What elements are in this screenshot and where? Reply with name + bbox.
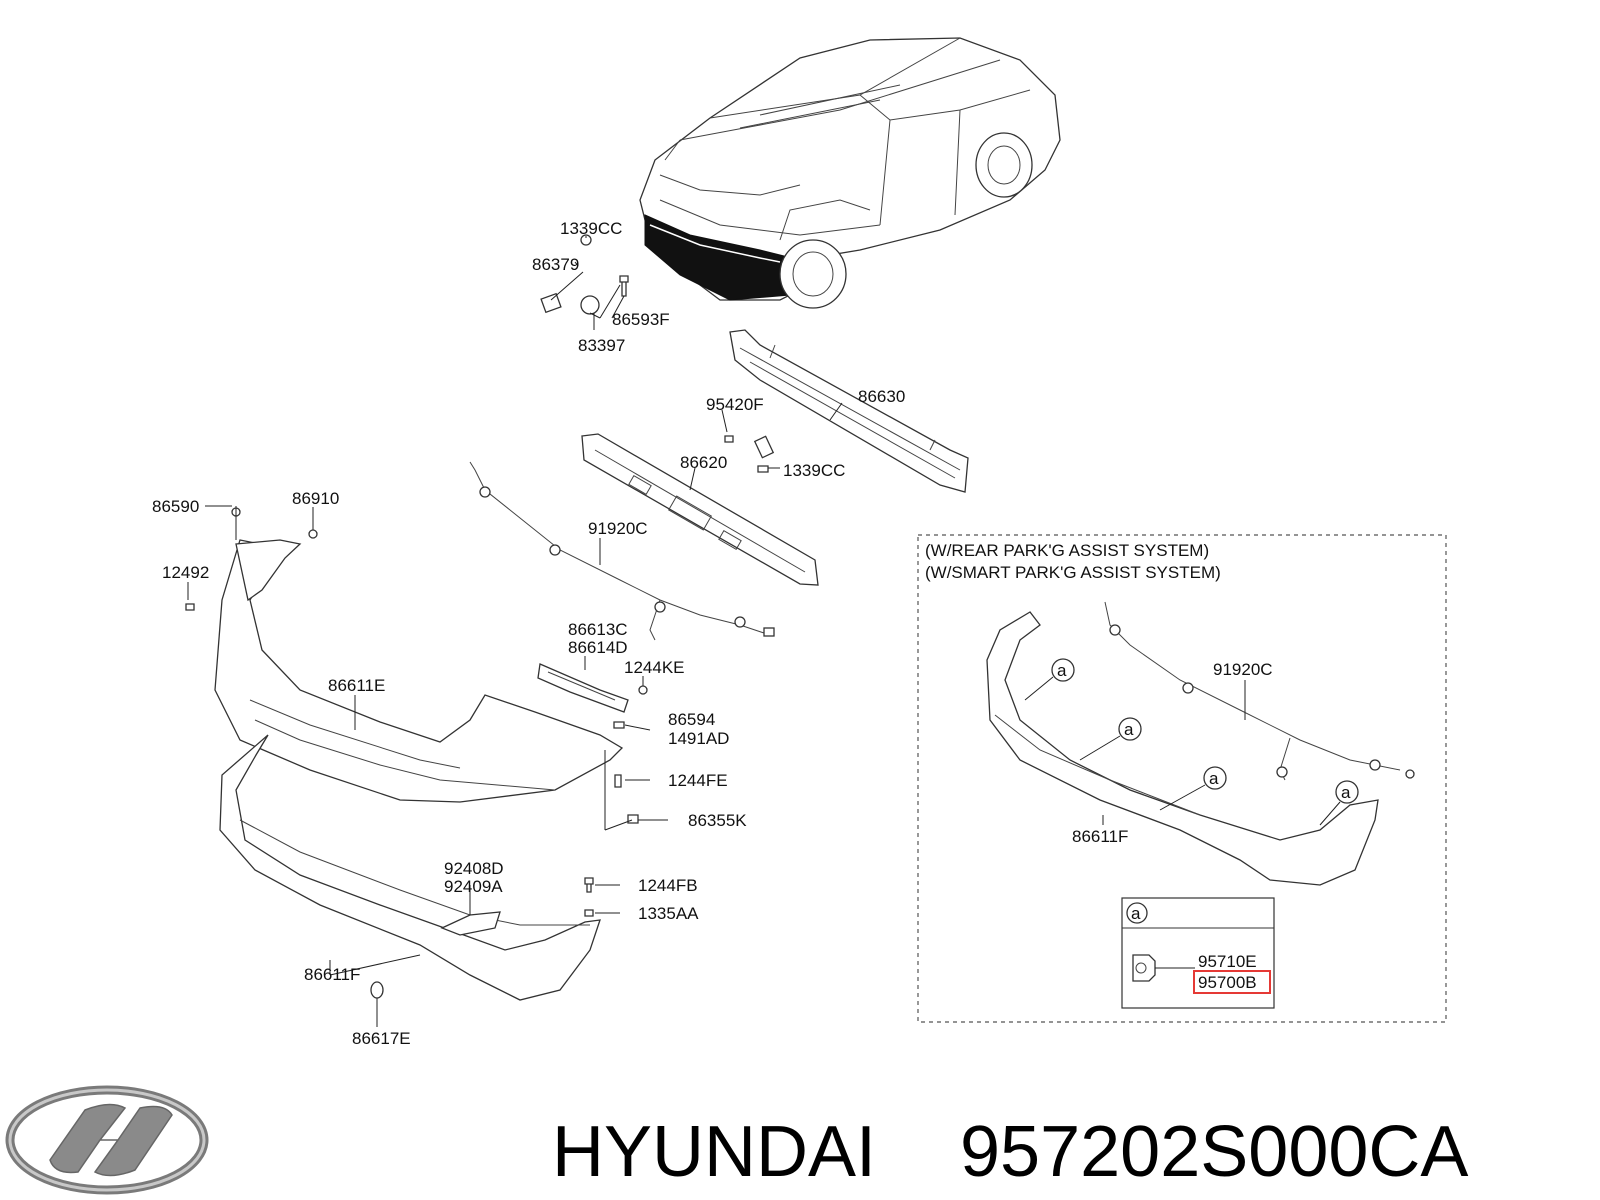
callout-1491ad: 1491AD xyxy=(668,729,729,748)
sensor-ref-marker: a xyxy=(1079,717,1142,761)
callout-86590: 86590 xyxy=(152,497,199,516)
leader-lines xyxy=(187,236,843,1027)
callout-95420f: 95420F xyxy=(706,395,764,414)
callout-86379: 86379 xyxy=(532,255,579,274)
brand-name: HYUNDAI xyxy=(552,1112,876,1192)
callout-86594: 86594 xyxy=(668,710,715,729)
callout-86613c: 86613C xyxy=(568,620,628,639)
inset-title-line1: (W/REAR PARK'G ASSIST SYSTEM) xyxy=(925,541,1209,560)
callout-86614d: 86614D xyxy=(568,638,628,657)
sensor-ref-marker: a xyxy=(1024,658,1075,701)
inset-callout-86611f: 86611F xyxy=(1072,827,1128,846)
sensor-ref-marker: a xyxy=(1319,780,1359,826)
callout-1244fe: 1244FE xyxy=(668,771,728,790)
detail-part-95710e: 95710E xyxy=(1198,952,1257,971)
reinforcement-beam-86630 xyxy=(724,329,969,493)
upper-bumper-cover-86611e xyxy=(185,507,624,803)
callout-12492: 12492 xyxy=(162,563,209,582)
callout-91920c: 91920C xyxy=(588,519,648,538)
callout-86611f: 86611F xyxy=(304,965,360,984)
callout-83397: 83397 xyxy=(578,336,625,355)
detail-marker: a xyxy=(1131,904,1141,923)
callout-labels: 1339CC 86379 86593F 83397 95420F 86630 8… xyxy=(152,219,905,1048)
energy-absorber-86620 xyxy=(581,433,819,586)
svg-text:a: a xyxy=(1124,720,1134,739)
svg-text:a: a xyxy=(1057,661,1067,680)
callout-1244fb: 1244FB xyxy=(638,876,698,895)
hyundai-logo-icon xyxy=(5,1085,209,1195)
callout-92408d: 92408D xyxy=(444,859,504,878)
callout-86611e: 86611E xyxy=(328,676,385,695)
callout-1335aa: 1335AA xyxy=(638,904,699,923)
vehicle-illustration xyxy=(639,37,1061,309)
callout-86630: 86630 xyxy=(858,387,905,406)
highlighted-part-box xyxy=(1193,970,1271,994)
inset-callout-91920c: 91920C xyxy=(1213,660,1273,679)
svg-text:a: a xyxy=(1209,769,1219,788)
callout-86617e: 86617E xyxy=(352,1029,411,1048)
callout-86620: 86620 xyxy=(680,453,727,472)
callout-1339cc-top: 1339CC xyxy=(560,219,622,238)
detail-part-95700b: 95700B xyxy=(1198,973,1257,992)
svg-text:a: a xyxy=(1341,783,1351,802)
part-number: 957202S000CA xyxy=(960,1112,1468,1192)
callout-86355k: 86355K xyxy=(688,811,747,830)
sensor-detail-box: a 95710E 95700B xyxy=(1121,897,1275,1009)
sensor-ref-marker: a xyxy=(1159,766,1227,811)
callout-86593f: 86593F xyxy=(612,310,670,329)
callout-92409a: 92409A xyxy=(444,877,503,896)
inset-title-line2: (W/SMART PARK'G ASSIST SYSTEM) xyxy=(925,563,1221,582)
lower-bumper-cover-86611f xyxy=(219,734,601,1001)
inset-panel: (W/REAR PARK'G ASSIST SYSTEM) (W/SMART P… xyxy=(917,534,1447,1023)
wiring-harness-91920c xyxy=(469,461,775,641)
callout-1339cc-mid: 1339CC xyxy=(783,461,845,480)
callout-86910: 86910 xyxy=(292,489,339,508)
callout-1244ke: 1244KE xyxy=(624,658,685,677)
top-fasteners xyxy=(540,234,629,315)
